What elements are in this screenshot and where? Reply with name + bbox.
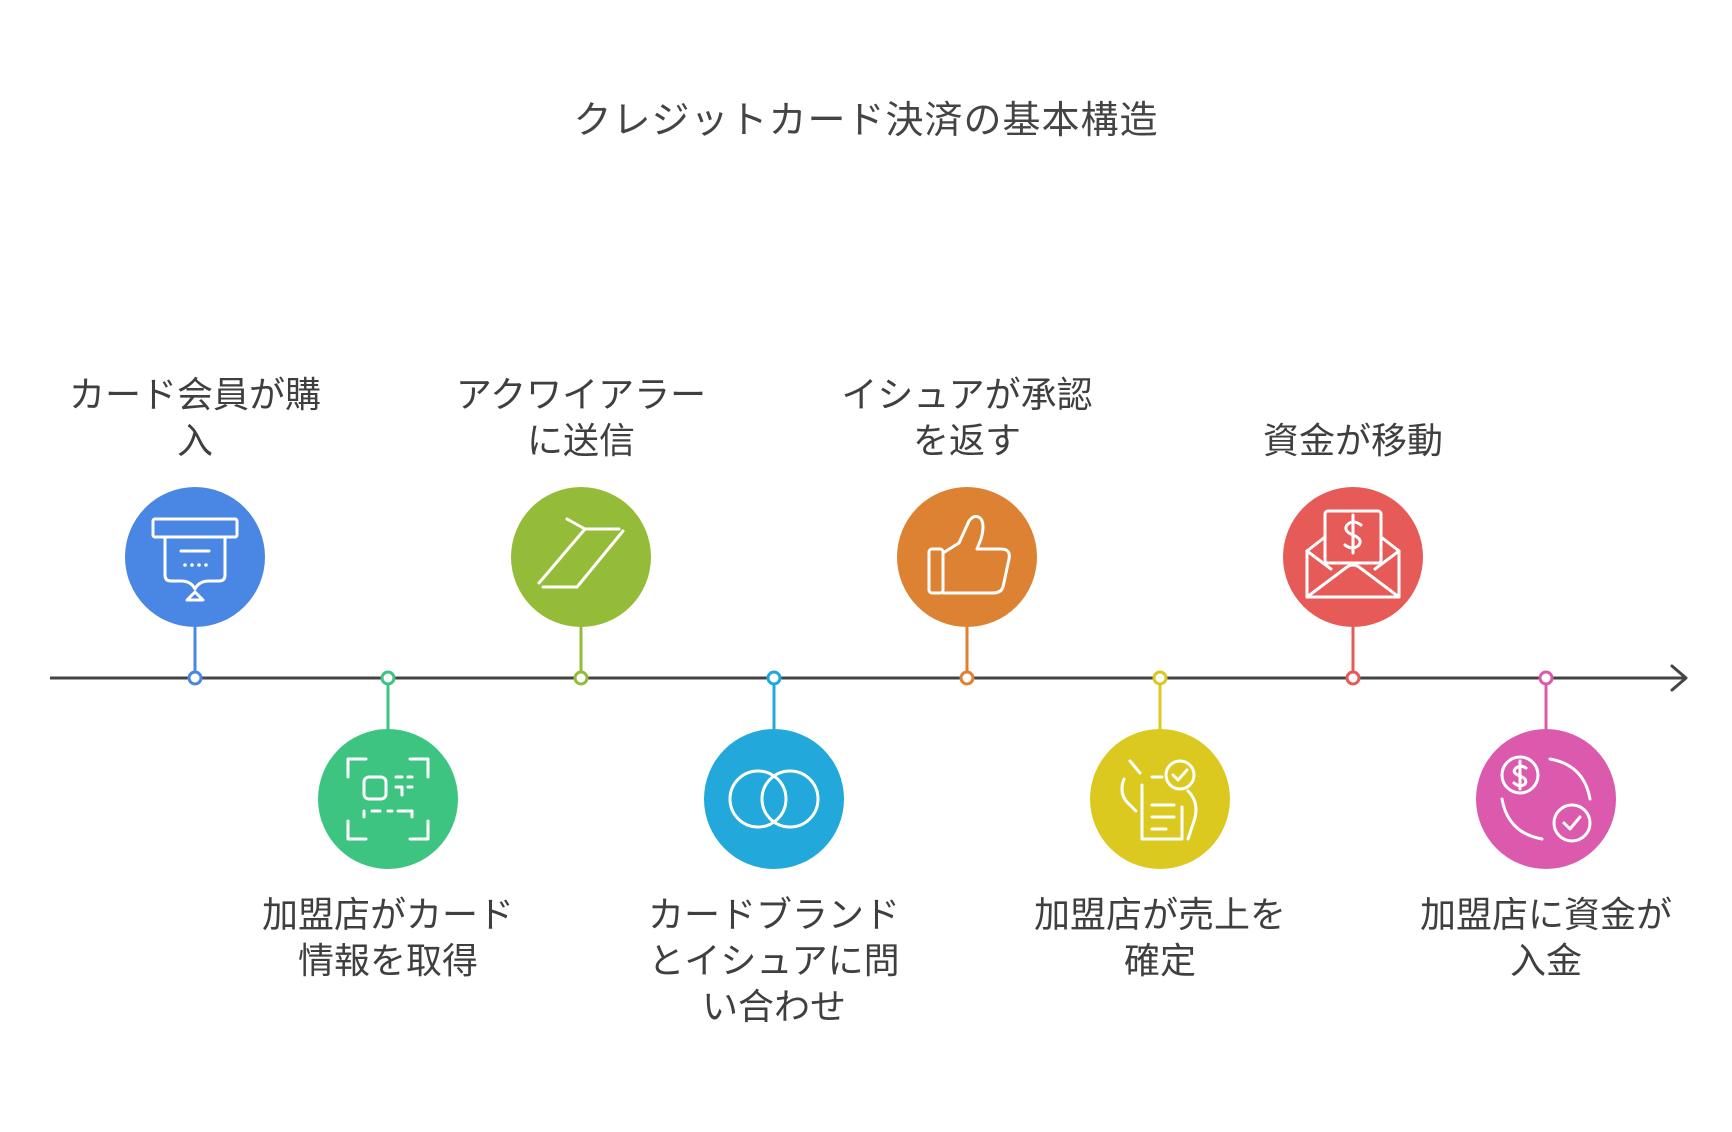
- step-circle: [318, 729, 458, 869]
- step-marker: [1345, 670, 1361, 686]
- step-label-line: イシュアが承認: [841, 375, 1093, 416]
- atm-receipt-icon: [151, 517, 239, 602]
- step-label-5: イシュアが承認を返す: [807, 373, 1127, 465]
- step-marker: [187, 670, 203, 686]
- step-label-line: 加盟店が売上を: [1033, 895, 1286, 936]
- step-label-8: 加盟店に資金が入金: [1386, 893, 1706, 985]
- step-circle: [897, 487, 1037, 627]
- timeline-arrow-head: [1670, 664, 1688, 692]
- diagram-title: クレジットカード決済の基本構造: [573, 98, 1159, 142]
- qr-scan-icon: [346, 757, 430, 841]
- step-label-line: い合わせ: [701, 987, 846, 1028]
- step-marker: [1152, 670, 1168, 686]
- step-marker: [1538, 670, 1554, 686]
- document-check-icon: [1120, 759, 1198, 841]
- timeline-step-7: [1283, 487, 1423, 686]
- thumbs-up-icon: [927, 514, 1011, 595]
- step-label-line: 確定: [1123, 941, 1196, 982]
- step-circle: [1476, 729, 1616, 869]
- step-circle: [511, 487, 651, 627]
- step-label-line: カードブランド: [647, 895, 900, 936]
- step-marker: [573, 670, 589, 686]
- step-label-1: カード会員が購入: [35, 373, 355, 465]
- step-marker: [766, 670, 782, 686]
- step-label-3: アクワイアラーに送信: [421, 373, 741, 465]
- step-label-line: 加盟店がカード: [261, 895, 514, 936]
- envelope-dollar-icon: [1305, 509, 1401, 599]
- step-label-4: カードブランドとイシュアに問い合わせ: [614, 893, 934, 1031]
- timeline-step-8: [1476, 670, 1616, 869]
- step-label-line: アクワイアラー: [455, 375, 707, 416]
- step-label-line: 情報を取得: [297, 941, 478, 982]
- timeline-step-6: [1090, 670, 1230, 869]
- coin-cycle-icon: [1500, 755, 1592, 843]
- step-label-line: 入: [176, 421, 213, 462]
- timeline-step-5: [897, 487, 1037, 686]
- step-label-line: 加盟店に資金が: [1419, 895, 1672, 936]
- step-label-7: 資金が移動: [1193, 419, 1513, 465]
- step-circle: [704, 729, 844, 869]
- timeline-step-2: [318, 670, 458, 869]
- card-brand-circles-icon: [728, 769, 820, 829]
- step-circle: [1090, 729, 1230, 869]
- step-label-line: 資金が移動: [1262, 421, 1443, 462]
- step-label-line: を返す: [912, 421, 1021, 462]
- step-label-2: 加盟店がカード情報を取得: [228, 893, 548, 985]
- step-label-line: 入金: [1509, 941, 1582, 982]
- zigzag-send-icon: [537, 517, 625, 589]
- step-marker: [959, 670, 975, 686]
- timeline-step-4: [704, 670, 844, 869]
- step-label-line: とイシュアに問: [648, 941, 900, 982]
- timeline-step-1: [125, 487, 265, 686]
- step-label-line: カード会員が購: [68, 375, 321, 416]
- timeline-step-3: [511, 487, 651, 686]
- step-marker: [380, 670, 396, 686]
- step-label-6: 加盟店が売上を確定: [1000, 893, 1320, 985]
- step-circle: [1283, 487, 1423, 627]
- step-circle: [125, 487, 265, 627]
- step-label-line: に送信: [526, 421, 635, 462]
